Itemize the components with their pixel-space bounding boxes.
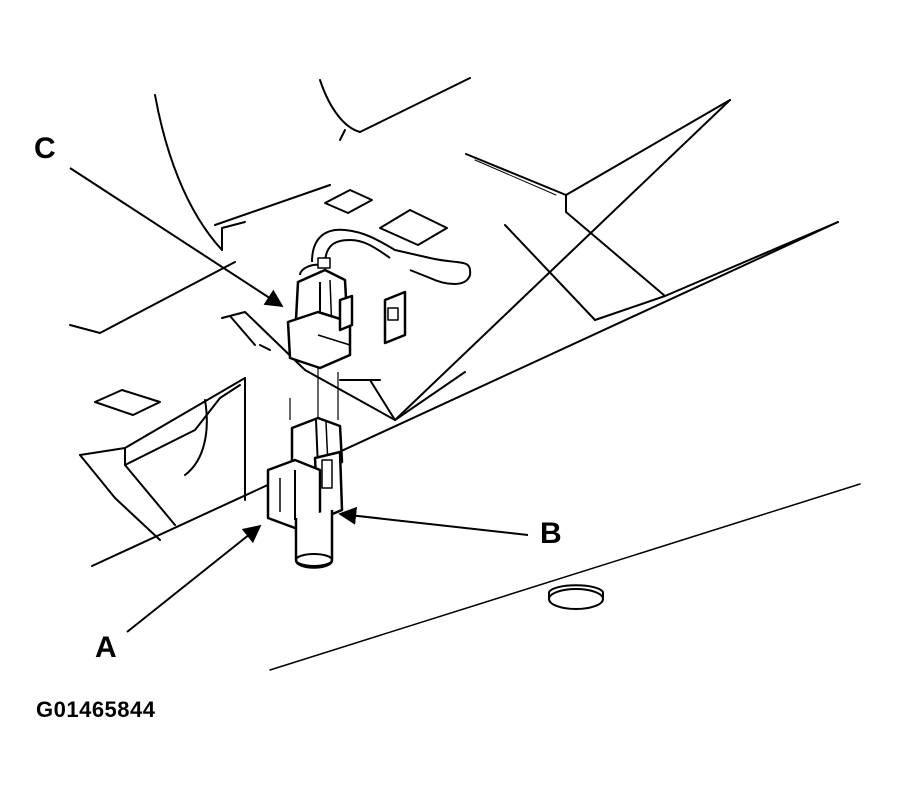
opening-2 — [379, 209, 448, 246]
callout-b: B — [540, 517, 562, 550]
mating-guide — [289, 368, 339, 420]
leader-lines — [69, 167, 529, 633]
upper-panel-edge — [394, 99, 731, 421]
floor-panel-front-edge — [91, 221, 839, 567]
upper-left-curve — [154, 94, 223, 251]
connector-c-collar — [286, 310, 352, 370]
callout-a: A — [95, 631, 117, 664]
lower-trim-edge — [269, 483, 861, 671]
lower-left-step — [79, 377, 246, 456]
figure-id: G01465844 — [36, 697, 156, 722]
opening-3 — [94, 389, 161, 416]
mount-bracket — [383, 290, 407, 345]
grommet — [548, 588, 604, 610]
opening-1 — [324, 189, 373, 214]
harness-connector-c — [286, 228, 472, 370]
body-panels — [69, 77, 861, 671]
leader-b — [338, 506, 529, 536]
callout-c: C — [34, 132, 56, 165]
sensor-assembly — [266, 416, 344, 569]
connector-c-latch — [338, 294, 354, 332]
wire-harness — [311, 228, 472, 285]
right-step — [465, 153, 839, 297]
sensor-shaft — [294, 510, 334, 569]
leader-c — [69, 167, 284, 307]
leader-a — [126, 524, 262, 633]
